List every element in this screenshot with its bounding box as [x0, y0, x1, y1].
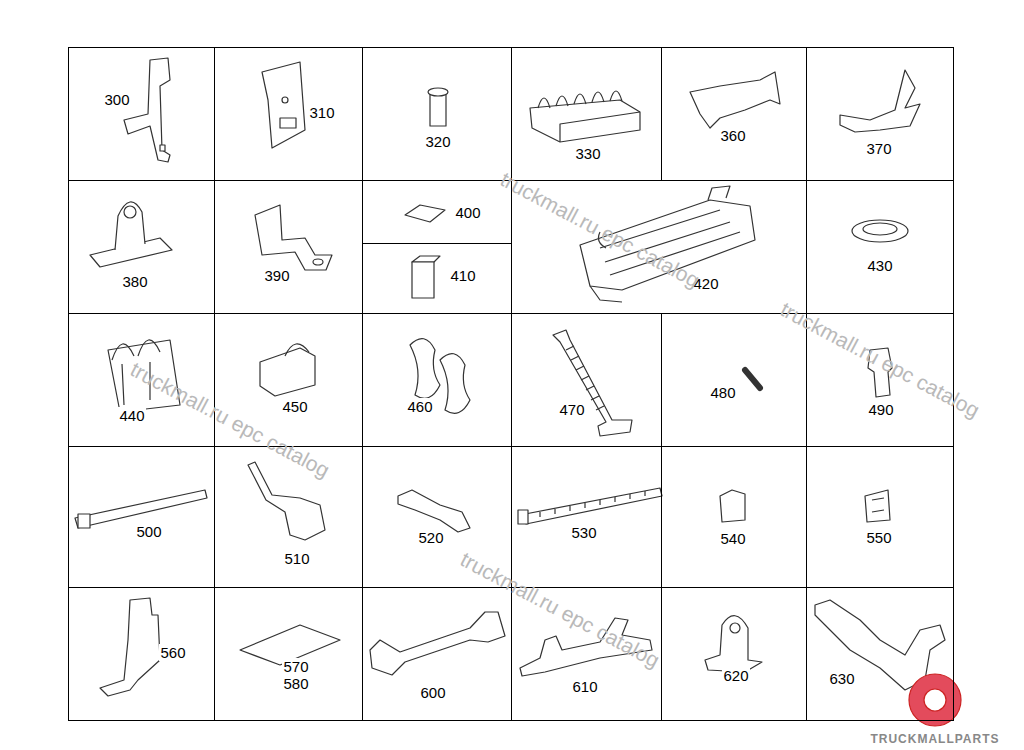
callout-number: 480 — [709, 384, 736, 401]
callout-number: 400 — [454, 204, 481, 221]
callout-number: 440 — [118, 407, 145, 424]
part-cell: 560 — [68, 587, 215, 721]
part-cell: 470 — [511, 313, 662, 447]
part-cell: 500 — [68, 446, 215, 588]
part-cell: 330 — [511, 47, 662, 181]
callout-number: 380 — [121, 273, 148, 290]
part-cell: 390 — [214, 180, 363, 314]
callout-number: 360 — [719, 127, 746, 144]
callout-number: 560 — [159, 644, 186, 661]
callout-number: 550 — [865, 529, 892, 546]
part-cell: 430 — [806, 180, 954, 314]
part-cell: 620 — [661, 587, 807, 721]
part-cell: 530 — [511, 446, 662, 588]
callout-number: 430 — [866, 257, 893, 274]
callout-number: 490 — [867, 401, 894, 418]
callout-number: 630 — [828, 670, 855, 687]
logo-text: TRUCKMALLPARTS — [870, 732, 999, 746]
part-cell: 600 — [362, 587, 512, 721]
callout-number: 330 — [574, 145, 601, 162]
callout-number: 530 — [570, 524, 597, 541]
callout-number: 410 — [449, 267, 476, 284]
part-cell: 410 — [362, 243, 512, 314]
part-cell: 480 — [661, 313, 807, 447]
callout-number: 450 — [281, 398, 308, 415]
part-cell: 320 — [362, 47, 512, 181]
callout-number: 610 — [571, 678, 598, 695]
callout-number: 320 — [424, 133, 451, 150]
part-cell: 540 — [661, 446, 807, 588]
callout-number: 470 — [558, 401, 585, 418]
callout-number: 510 — [283, 550, 310, 567]
part-cell: 400 — [362, 180, 512, 244]
part-cell: 360 — [661, 47, 807, 181]
part-cell: 630 — [806, 587, 954, 721]
callout-number: 570 — [282, 658, 309, 675]
callout-number: 310 — [308, 104, 335, 121]
part-cell: 510 — [214, 446, 363, 588]
callout-number: 500 — [135, 523, 162, 540]
callout-number: 540 — [719, 530, 746, 547]
part-cell: 310 — [214, 47, 363, 181]
part-cell: 300 — [68, 47, 215, 181]
part-cell: 550 — [806, 446, 954, 588]
callout-number: 620 — [722, 667, 749, 684]
callout-number: 520 — [417, 529, 444, 546]
callout-number: 300 — [103, 91, 130, 108]
callout-number: 370 — [865, 140, 892, 157]
callout-number: 460 — [406, 398, 433, 415]
part-cell: 570580 — [214, 587, 363, 721]
callout-number: 580 — [282, 675, 309, 692]
callout-number: 390 — [263, 267, 290, 284]
callout-number: 600 — [419, 684, 446, 701]
part-cell: 380 — [68, 180, 215, 314]
part-cell: 460 — [362, 313, 512, 447]
part-cell: 370 — [806, 47, 954, 181]
